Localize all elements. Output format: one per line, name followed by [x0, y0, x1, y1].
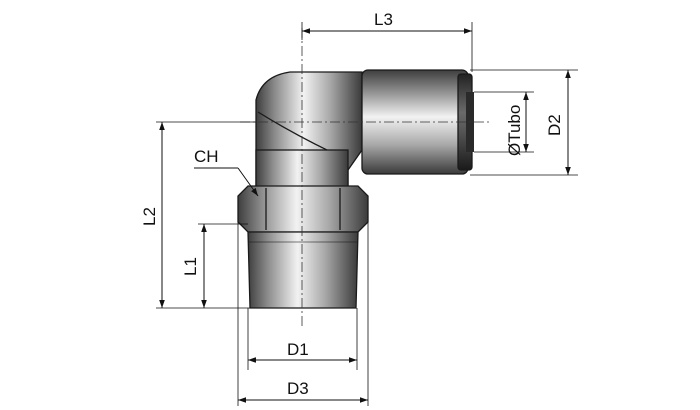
label-d1: D1 [287, 340, 309, 359]
label-d3: D3 [287, 379, 309, 398]
dim-l2: L2 [140, 121, 256, 309]
dim-d3: D3 [237, 222, 369, 406]
label-ch: CH [194, 147, 219, 166]
label-tube: ØTubo [505, 105, 524, 156]
label-d2: D2 [545, 114, 564, 136]
dim-l1: L1 [181, 223, 248, 308]
dim-d1: D1 [247, 308, 358, 370]
label-l3: L3 [374, 10, 393, 29]
dim-tube: ØTubo [474, 91, 534, 156]
threaded-stud [247, 231, 359, 309]
label-l2: L2 [140, 207, 159, 226]
dim-ch: CH [194, 147, 259, 197]
hex-nut [237, 185, 369, 233]
dim-d2: D2 [470, 69, 578, 176]
fitting-body [237, 69, 474, 309]
label-l1: L1 [181, 257, 200, 276]
dim-l3: L3 [301, 10, 473, 72]
